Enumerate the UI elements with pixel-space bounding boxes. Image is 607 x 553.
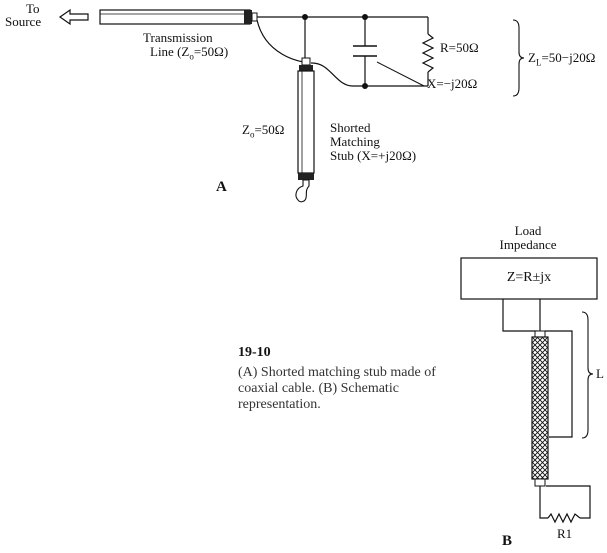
r1-resistor-symbol [547,512,581,524]
load-box-text: Z=R±jx [506,270,552,285]
stub-label-1: Shorted [330,120,371,135]
junction-dots [302,14,368,89]
source-arrow-icon [58,8,89,26]
length-bracket [581,311,594,439]
stub-impedance-label: Zo=50Ω [242,122,285,140]
reactance-value-label: X=−j20Ω [427,76,478,91]
load-bracket [512,19,525,97]
coax-stub-schematic [531,330,549,487]
matching-stub-cable [295,57,315,203]
transmission-line-label-2: Line (Zo=50Ω) [150,44,229,62]
resistor-symbol [421,33,435,73]
panel-a-label: A [216,179,227,195]
length-label: L [596,366,604,381]
circuit-b-wires [502,299,591,519]
source-label: Source [5,14,42,29]
load-impedance-label: ZL=50−j20Ω [528,50,596,68]
r1-label: R1 [557,526,573,541]
stub-label-3: Stub (X=+j20Ω) [330,148,417,163]
to-label: To [26,1,40,16]
stub-label-2: Matching [330,134,380,149]
figure-caption: (A) Shorted matching stub made of coaxia… [238,365,436,412]
load-label-1: Load [514,223,542,238]
panel-b-label: B [502,533,513,549]
load-label-2: Impedance [499,237,557,252]
transmission-line-cable [99,9,258,25]
capacitor-symbol [353,45,377,57]
load-impedance-box [460,257,598,300]
figure-number: 19-10 [238,345,271,360]
circuit-a-wires [256,16,429,87]
resistor-value-label: R=50Ω [440,40,479,55]
transmission-line-label-1: Transmission [143,30,213,45]
